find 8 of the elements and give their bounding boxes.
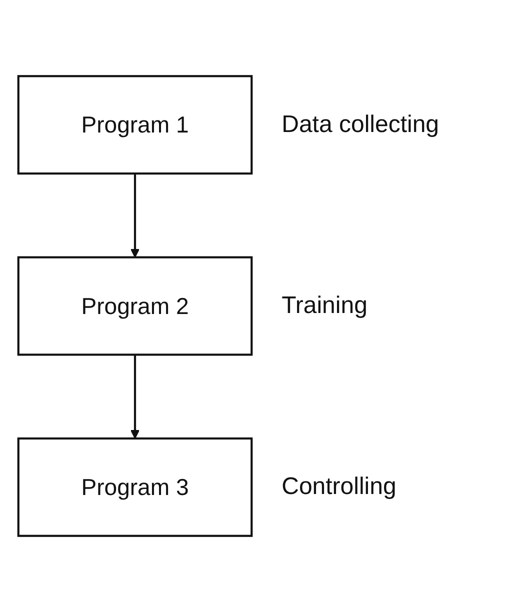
node-box: Program 1 <box>17 75 253 175</box>
node-box: Program 2 <box>17 256 253 356</box>
arrow <box>130 354 140 439</box>
step-caption: Training <box>282 292 368 320</box>
arrow <box>130 174 140 258</box>
node-box: Program 3 <box>17 437 253 537</box>
step-caption: Controlling <box>282 473 396 502</box>
step-caption: Data collecting <box>282 110 440 139</box>
